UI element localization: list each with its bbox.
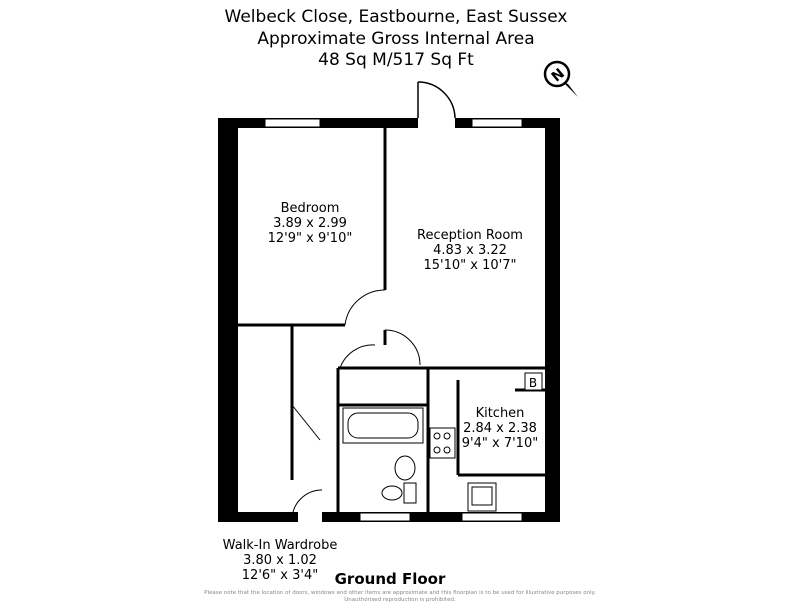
compass-icon: N <box>543 60 578 97</box>
address-title: Welbeck Close, Eastbourne, East Sussex <box>224 7 568 27</box>
internal-doors <box>291 289 421 521</box>
floor-label: Ground Floor <box>334 570 446 588</box>
area-value: 48 Sq M/517 Sq Ft <box>318 50 474 70</box>
outer-walls <box>218 118 560 522</box>
svg-text:B: B <box>529 376 537 390</box>
windows <box>264 118 523 522</box>
sink-and-toilet <box>381 455 417 504</box>
bath <box>342 407 424 444</box>
area-title: Approximate Gross Internal Area <box>257 29 535 49</box>
hob <box>429 427 456 459</box>
boiler: B <box>524 372 543 391</box>
internal-walls <box>238 128 545 512</box>
entrance-door <box>417 81 456 119</box>
kitchen-sink <box>467 482 497 512</box>
disclaimer: Please note that the location of doors, … <box>204 590 596 603</box>
